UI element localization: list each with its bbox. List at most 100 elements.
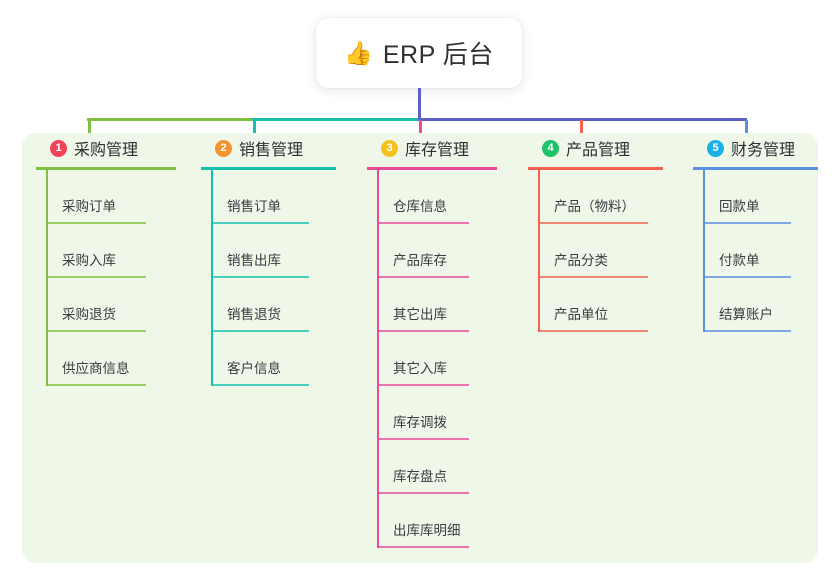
- branch-item-label: 采购入库: [62, 253, 116, 268]
- branch-underline-1: [36, 167, 176, 170]
- branch-title-5: 财务管理: [731, 142, 796, 159]
- branch-item-underline: [211, 330, 309, 332]
- branch-column-5: 5 财务管理回款单付款单结算账户: [693, 133, 818, 332]
- branch-item-underline: [703, 276, 791, 278]
- branch-item-underline: [538, 222, 648, 224]
- branch-heading-5[interactable]: 5 财务管理: [693, 133, 818, 163]
- connector-segment-teal: [252, 118, 420, 121]
- branch-item-label: 仓库信息: [393, 199, 447, 214]
- branch-item-underline: [538, 330, 648, 332]
- branch-item-underline: [377, 384, 469, 386]
- branch-item-underline: [211, 384, 309, 386]
- branch-badge-3: 3: [381, 139, 398, 157]
- branch-item-label: 销售出库: [227, 253, 281, 268]
- branch-item-label: 客户信息: [227, 361, 281, 376]
- branch-item[interactable]: 采购退货: [36, 278, 176, 332]
- branch-item[interactable]: 仓库信息: [367, 170, 497, 224]
- branch-heading-2[interactable]: 2 销售管理: [201, 133, 336, 163]
- branch-item-underline: [377, 546, 469, 548]
- branch-item-underline: [46, 276, 146, 278]
- branch-children-5: 回款单付款单结算账户: [693, 170, 818, 332]
- branch-heading-3[interactable]: 3 库存管理: [367, 133, 497, 163]
- branch-item[interactable]: 产品库存: [367, 224, 497, 278]
- branch-underline-3: [367, 167, 497, 170]
- branch-item-underline: [377, 330, 469, 332]
- branch-item-label: 回款单: [719, 199, 760, 214]
- branch-item-label: 付款单: [719, 253, 760, 268]
- branch-item[interactable]: 其它出库: [367, 278, 497, 332]
- branch-item[interactable]: 销售订单: [201, 170, 336, 224]
- branch-item-underline: [46, 384, 146, 386]
- branch-item[interactable]: 库存调拨: [367, 386, 497, 440]
- connector-segment-green: [87, 118, 254, 121]
- branch-item[interactable]: 销售出库: [201, 224, 336, 278]
- branch-badge-5: 5: [707, 139, 724, 157]
- branch-item-underline: [46, 330, 146, 332]
- branch-item-label: 供应商信息: [62, 361, 130, 376]
- branch-item-underline: [46, 222, 146, 224]
- branch-column-3: 3 库存管理仓库信息产品库存其它出库其它入库库存调拨库存盘点出库库明细: [367, 133, 497, 548]
- branch-item-label: 其它入库: [393, 361, 447, 376]
- root-node-title: ERP 后台: [382, 41, 494, 69]
- branch-item-underline: [377, 492, 469, 494]
- branch-item-label: 采购订单: [62, 199, 116, 214]
- branch-item-label: 结算账户: [719, 307, 773, 322]
- branch-item-underline: [377, 276, 469, 278]
- branch-item-label: 产品单位: [554, 307, 608, 322]
- branch-title-2: 销售管理: [239, 142, 304, 159]
- branch-item[interactable]: 产品分类: [528, 224, 663, 278]
- branch-item[interactable]: 库存盘点: [367, 440, 497, 494]
- branch-item[interactable]: 采购入库: [36, 224, 176, 278]
- branch-item[interactable]: 其它入库: [367, 332, 497, 386]
- branch-item[interactable]: 客户信息: [201, 332, 336, 386]
- branch-badge-4: 4: [542, 139, 559, 157]
- branch-heading-1[interactable]: 1 采购管理: [36, 133, 176, 163]
- branch-item[interactable]: 产品单位: [528, 278, 663, 332]
- branch-item-underline: [211, 222, 309, 224]
- branch-rail-4: [538, 170, 540, 332]
- branch-item[interactable]: 采购订单: [36, 170, 176, 224]
- branch-item-label: 库存调拨: [393, 415, 447, 430]
- branch-item-label: 库存盘点: [393, 469, 447, 484]
- branch-item[interactable]: 产品（物料）: [528, 170, 663, 224]
- connector-segment-blue: [418, 118, 747, 121]
- branch-children-4: 产品（物料） 产品分类产品单位: [528, 170, 663, 332]
- root-node-card[interactable]: 👍 ERP 后台: [316, 18, 522, 88]
- branch-column-1: 1 采购管理采购订单采购入库采购退货供应商信息: [36, 133, 176, 386]
- branch-item[interactable]: 回款单: [693, 170, 818, 224]
- branch-rail-3: [377, 170, 379, 548]
- thumbs-up-icon: 👍: [344, 39, 373, 66]
- root-connector-stem: [418, 88, 421, 121]
- branch-item-label: 销售退货: [227, 307, 281, 322]
- branch-item-label: 产品分类: [554, 253, 608, 268]
- branch-item-label: 销售订单: [227, 199, 281, 214]
- branch-rail-1: [46, 170, 48, 386]
- branch-item[interactable]: 结算账户: [693, 278, 818, 332]
- branch-column-2: 2 销售管理销售订单销售出库销售退货客户信息: [201, 133, 336, 386]
- branch-badge-2: 2: [215, 139, 232, 157]
- branch-item[interactable]: 供应商信息: [36, 332, 176, 386]
- branch-title-3: 库存管理: [405, 142, 470, 159]
- branch-item-underline: [211, 276, 309, 278]
- branch-rail-5: [703, 170, 705, 332]
- branch-item[interactable]: 付款单: [693, 224, 818, 278]
- branch-children-2: 销售订单销售出库销售退货客户信息: [201, 170, 336, 386]
- branch-underline-5: [693, 167, 818, 170]
- branch-title-1: 采购管理: [74, 142, 139, 159]
- branch-badge-1: 1: [50, 139, 67, 157]
- branch-children-3: 仓库信息产品库存其它出库其它入库库存调拨库存盘点出库库明细: [367, 170, 497, 548]
- branch-item-underline: [703, 222, 791, 224]
- branch-item-underline: [538, 276, 648, 278]
- root-node-content: 👍 ERP 后台: [344, 35, 494, 71]
- branch-item[interactable]: 销售退货: [201, 278, 336, 332]
- branch-item[interactable]: 出库库明细: [367, 494, 497, 548]
- branch-item-label: 产品（物料）: [554, 199, 635, 214]
- branch-rail-2: [211, 170, 213, 386]
- branch-item-underline: [377, 438, 469, 440]
- branch-item-underline: [703, 330, 791, 332]
- branch-item-label: 采购退货: [62, 307, 116, 322]
- branch-item-label: 产品库存: [393, 253, 447, 268]
